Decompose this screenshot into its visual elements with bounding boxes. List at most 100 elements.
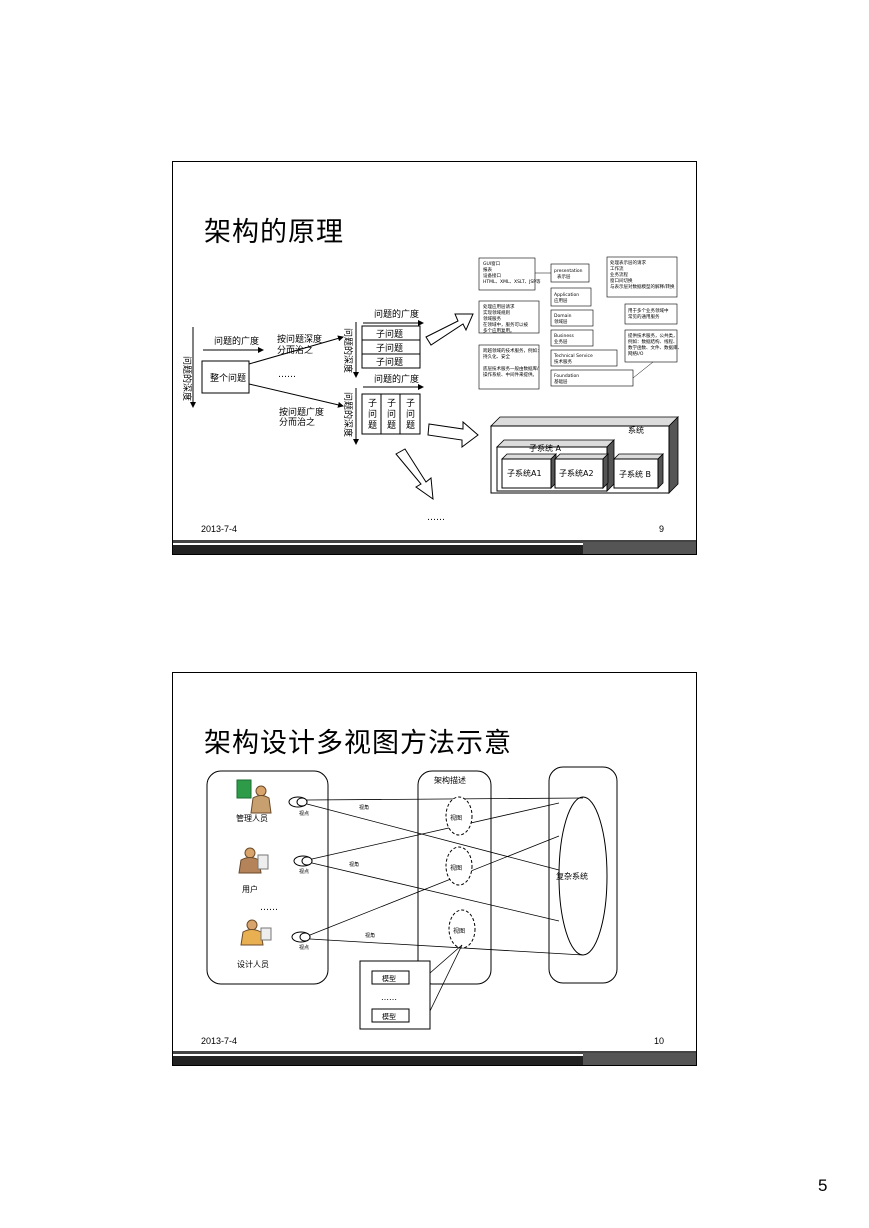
view-angle-label-1: 视角 (359, 804, 369, 811)
svg-text:常见的通用服务: 常见的通用服务 (628, 313, 660, 320)
slide-number: 9 (658, 524, 664, 534)
svg-text:例如：数据结构、线程、: 例如：数据结构、线程、 (628, 338, 678, 345)
subsystem-b-label: 子系统 B (619, 469, 651, 479)
model-label-1: 模型 (382, 974, 396, 983)
svg-text:题: 题 (368, 420, 377, 431)
sub-problem-1: 子问题 (376, 328, 403, 340)
viewpoint-label-2: 视点 (299, 868, 309, 875)
svg-text:应用层: 应用层 (554, 297, 568, 304)
architecture-principle-diagram: 问题的深度 整个问题 问题的广度 按问题深度 分而治之 …… 按问题广度 分而治… (173, 256, 696, 554)
role-user: 用户 (242, 884, 258, 894)
svg-text:Technical Service: Technical Service (553, 353, 593, 359)
breadth-lower-label: 问题的广度 (374, 373, 419, 385)
svg-text:在领域中，服务可以被: 在领域中，服务可以被 (483, 321, 528, 328)
svg-text:基础层: 基础层 (554, 378, 568, 385)
svg-text:题: 题 (387, 420, 396, 431)
dots-bottom: …… (427, 513, 445, 523)
svg-text:Application: Application (554, 292, 579, 298)
hollow-arrow-upper (425, 313, 474, 346)
hollow-arrow-middle (427, 420, 479, 448)
designer-icon (240, 919, 272, 946)
subsystem-a2-label: 子系统A2 (559, 468, 594, 478)
view-angle-label-2: 视角 (349, 861, 359, 868)
svg-text:提供技术服务，公共类，: 提供技术服务，公共类， (628, 332, 678, 339)
complex-system-label: 复杂系统 (556, 871, 588, 881)
split-depth-label-1: 按问题深度 (277, 333, 322, 345)
manager-icon (236, 779, 272, 814)
svg-text:HTML、XML、XSLT、JSP等: HTML、XML、XSLT、JSP等 (483, 278, 541, 285)
split-breadth-label-2: 分而治之 (279, 416, 315, 428)
model-box-1 (371, 970, 410, 985)
sub-problem-2: 子问题 (376, 342, 403, 354)
slide-title: 架构的原理 (204, 217, 344, 248)
split-breadth-label-1: 按问题广度 (279, 406, 324, 418)
view-angle-label-3: 视角 (365, 932, 375, 939)
whole-problem-box (201, 360, 250, 394)
breadth-top-label: 问题的广度 (214, 335, 259, 347)
svg-text:操作系统、中间件来提供。: 操作系统、中间件来提供。 (483, 371, 537, 378)
slide-date: 2013-7-4 (201, 1036, 238, 1046)
svg-text:底层技术服务一般由数据库/: 底层技术服务一般由数据库/ (483, 365, 539, 372)
slide-title: 架构设计多视图方法示意 (204, 728, 512, 759)
split-depth-label-2: 分而治之 (277, 344, 313, 356)
system-diagram: 系统 子系统 A 子系统A1 子系统A2 子系统 B (490, 416, 679, 494)
svg-text:处理表示层的请求: 处理表示层的请求 (610, 259, 646, 266)
svg-text:数学函数、文件、数据库、: 数学函数、文件、数据库、 (628, 344, 682, 351)
multi-view-diagram: 架构描述 复杂系统 管理人员 用户 …… 设计人员 视点 (173, 766, 696, 1065)
svg-text:工作流: 工作流 (610, 265, 624, 272)
svg-text:报表: 报表 (483, 266, 492, 273)
svg-text:业务层: 业务层 (554, 338, 568, 345)
whole-problem-label: 整个问题 (210, 372, 246, 384)
svg-text:问: 问 (406, 408, 415, 420)
svg-text:处理应用层请求: 处理应用层请求 (483, 303, 515, 310)
svg-text:与表示层对数据模型的解释/转换: 与表示层对数据模型的解释/转换 (610, 283, 675, 290)
slide-number: 10 (653, 1036, 664, 1046)
view-ellipse-2 (445, 846, 473, 886)
svg-text:问: 问 (387, 408, 396, 420)
slide-10: 架构设计多视图方法示意 架构描述 复杂系统 管理人员 用户 …… 设计 (172, 672, 697, 1066)
view-ellipse-3 (448, 909, 476, 949)
hollow-arrow-lower (395, 448, 434, 501)
page-number: 5 (818, 1176, 828, 1195)
viewpoint-label-3: 视点 (299, 944, 309, 951)
svg-text:用于多个业务领域中: 用于多个业务领域中 (628, 307, 669, 314)
depth-upper-label: 问题的深度 (342, 328, 354, 373)
subsystem-a1-label: 子系统A1 (507, 468, 542, 478)
view-label-3: 视图 (453, 927, 465, 935)
svg-text:多个应用复用。: 多个应用复用。 (483, 327, 515, 334)
role-designer: 设计人员 (237, 959, 269, 969)
svg-text:实现领域规则: 实现领域规则 (483, 309, 510, 316)
role-manager: 管理人员 (236, 813, 268, 823)
slide-date: 2013-7-4 (201, 524, 238, 534)
system-label: 系统 (628, 425, 644, 435)
view-label-2: 视图 (450, 864, 462, 872)
viewpoint-icon-1 (288, 796, 308, 808)
svg-text:Domain: Domain (554, 313, 572, 319)
model-dots: …… (381, 993, 397, 1002)
svg-text:设备接口: 设备接口 (483, 272, 501, 279)
svg-text:持久化、安全: 持久化、安全 (483, 353, 510, 360)
svg-text:子: 子 (406, 398, 415, 409)
model-label-2: 模型 (382, 1012, 396, 1021)
svg-text:窗口间切换: 窗口间切换 (610, 277, 633, 284)
svg-text:子: 子 (387, 398, 396, 409)
stakeholders-box (206, 770, 329, 985)
role-dots: …… (260, 903, 278, 913)
dots-mid: …… (278, 370, 296, 380)
model-box-2 (371, 1008, 410, 1023)
svg-text:业务流程: 业务流程 (610, 271, 628, 278)
view-label-1: 视图 (450, 814, 462, 822)
svg-text:问: 问 (368, 408, 377, 420)
svg-text:presentation: presentation (554, 268, 583, 274)
depth-lower-label: 问题的深度 (342, 392, 354, 437)
subsystem-a-label: 子系统 A (529, 443, 562, 453)
svg-text:网络I/O: 网络I/O (628, 350, 644, 357)
sub-problem-3: 子问题 (376, 356, 403, 368)
svg-text:领域层: 领域层 (554, 318, 568, 325)
arch-desc-label: 架构描述 (434, 775, 466, 785)
viewpoint-icon-3 (291, 931, 311, 943)
svg-text:跨越领域的技术服务，例如：: 跨越领域的技术服务，例如： (483, 347, 542, 354)
svg-text:题: 题 (406, 420, 415, 431)
svg-text:表示层: 表示层 (557, 273, 571, 280)
